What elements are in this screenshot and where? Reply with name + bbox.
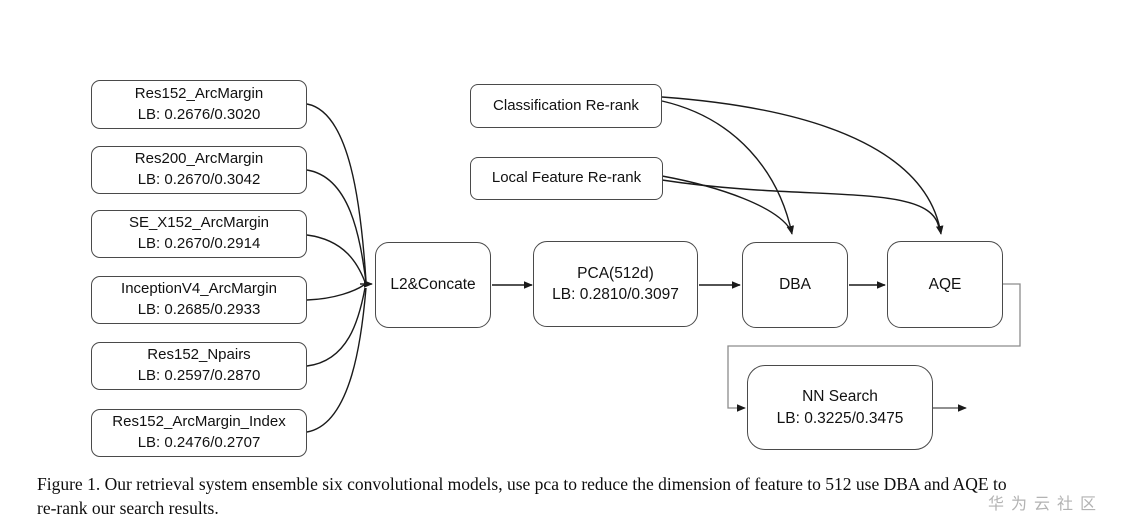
node-res152-npairs: Res152_Npairs LB: 0.2597/0.2870 [91, 342, 307, 390]
node-res152-arcmargin-index: Res152_ArcMargin_Index LB: 0.2476/0.2707 [91, 409, 307, 457]
node-title: Res200_ArcMargin [134, 150, 264, 168]
node-lb-score: LB: 0.2810/0.3097 [552, 286, 679, 303]
node-title: Classification Re-rank [493, 96, 639, 114]
node-lb-score: LB: 0.2670/0.2914 [137, 235, 261, 252]
aqe-to-nn-routing [727, 283, 1021, 412]
diagram-connectors [306, 96, 1021, 433]
node-lb-score: LB: 0.2597/0.2870 [137, 367, 261, 384]
watermark-text: 华为云社区 [988, 496, 1104, 513]
node-lb-score: LB: 0.2476/0.2707 [137, 434, 261, 451]
node-title: Res152_ArcMargin [134, 84, 264, 102]
node-res200-arcmargin: Res200_ArcMargin LB: 0.2670/0.3042 [91, 146, 307, 194]
node-local-feature-rerank: Local Feature Re-rank [470, 157, 663, 200]
node-res152-arcmargin: Res152_ArcMargin LB: 0.2676/0.3020 [91, 80, 307, 129]
node-nn-search: NN Search LB: 0.3225/0.3475 [747, 365, 933, 450]
node-title: PCA(512d) [577, 264, 654, 282]
rerank-curves [661, 96, 944, 235]
node-title: NN Search [802, 388, 878, 406]
node-classification-rerank: Classification Re-rank [470, 84, 662, 128]
node-se-x152-arcmargin: SE_X152_ArcMargin LB: 0.2670/0.2914 [91, 210, 307, 258]
node-title: Res152_ArcMargin_Index [112, 413, 286, 431]
node-aqe: AQE [887, 241, 1003, 328]
caption-line-1: Figure 1. Our retrieval system ensemble … [37, 474, 1007, 494]
node-dba: DBA [742, 242, 848, 328]
node-title: L2&Concate [390, 276, 476, 294]
caption-line-2: re-rank our search results. [37, 498, 219, 518]
node-pca: PCA(512d) LB: 0.2810/0.3097 [533, 241, 698, 327]
node-title: Res152_Npairs [147, 346, 251, 364]
node-title: AQE [928, 275, 962, 293]
node-lb-score: LB: 0.2670/0.3042 [137, 171, 261, 188]
node-l2-concat: L2&Concate [375, 242, 491, 328]
node-lb-score: LB: 0.3225/0.3475 [776, 409, 904, 427]
node-lb-score: LB: 0.2676/0.3020 [137, 105, 261, 123]
node-title: DBA [779, 276, 811, 294]
figure-caption: Figure 1. Our retrieval system ensemble … [37, 472, 1092, 520]
node-title: Local Feature Re-rank [491, 169, 642, 187]
model-to-concat-curves [306, 103, 373, 433]
node-title: InceptionV4_ArcMargin [121, 280, 277, 298]
node-lb-score: LB: 0.2685/0.2933 [137, 301, 261, 318]
node-inceptionv4-arcmargin: InceptionV4_ArcMargin LB: 0.2685/0.2933 [91, 276, 307, 324]
node-title: SE_X152_ArcMargin [128, 214, 270, 232]
